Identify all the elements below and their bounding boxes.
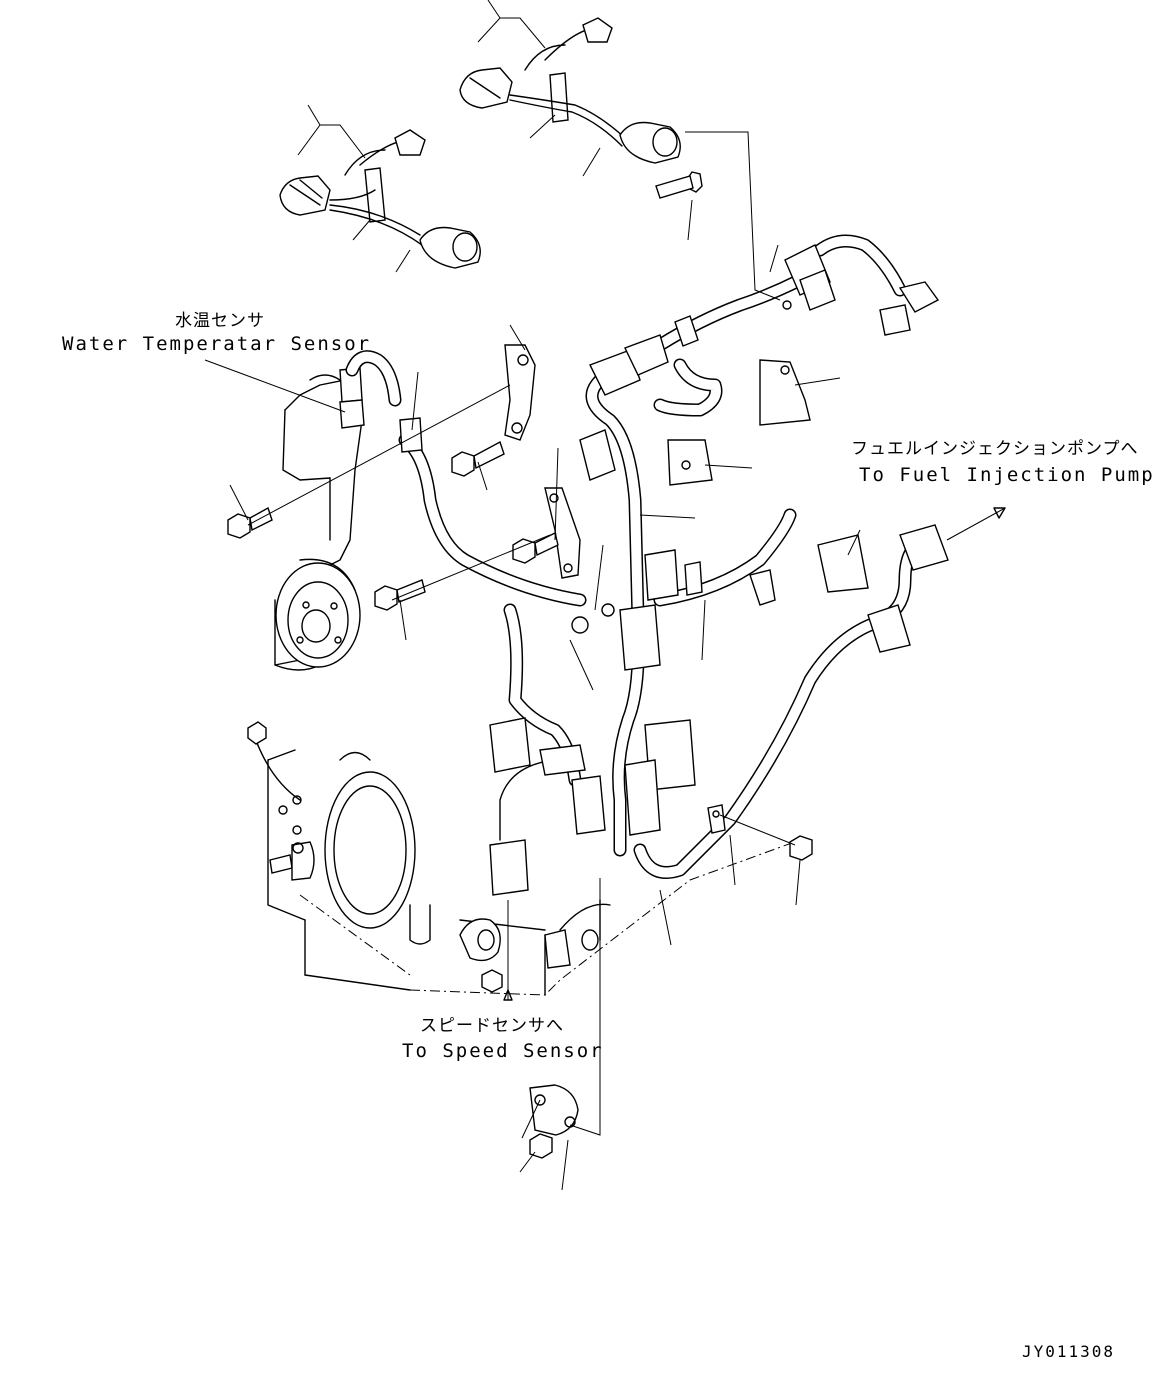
water-temp-sensor-label-en: Water Temperatar Sensor: [62, 333, 372, 355]
main-harness: [398, 234, 919, 879]
speed-sensor-label-jp: スピードセンサへ: [420, 1016, 564, 1036]
flywheel-housing-ring: [324, 751, 599, 969]
fuel-pump-label-jp: フュエルインジェクションポンプへ: [851, 439, 1139, 459]
drawing-number: JY011308: [1022, 1342, 1116, 1361]
harness-connectors: [489, 244, 949, 896]
bolts-and-nuts: [227, 171, 813, 1159]
injector-harness-right: [459, 17, 681, 164]
drain-nut: [481, 969, 503, 993]
engine-block-lower: [267, 749, 801, 996]
speed-sensor-label-en: To Speed Sensor: [402, 1040, 604, 1062]
water-temperature-sensor: [339, 350, 402, 429]
water-temp-sensor-label-jp: 水温センサ: [175, 311, 265, 331]
brackets-and-clamps: [399, 344, 811, 1136]
water-pump-pulley: [275, 562, 361, 668]
injector-harness-left: [279, 129, 481, 269]
oil-pressure-fitting: [247, 721, 315, 881]
leader-lines: [204, 0, 1006, 1191]
fuel-pump-label-en: To Fuel Injection Pump: [859, 464, 1155, 486]
